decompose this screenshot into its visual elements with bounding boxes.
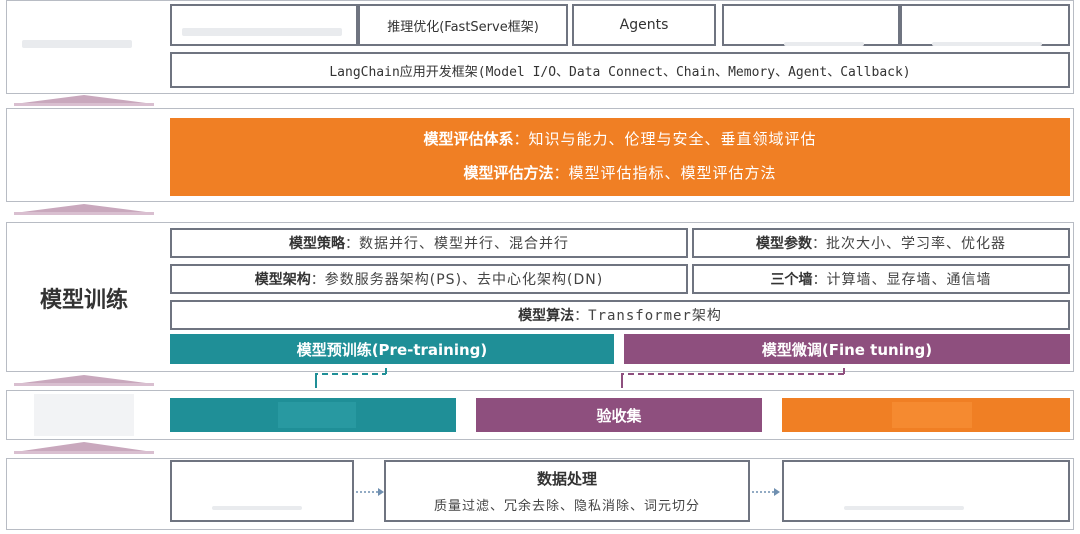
params-label: 模型参数 <box>756 236 812 252</box>
langchain-label: LangChain应用开发框架(Model I/O、Data Connect、C… <box>329 64 911 80</box>
agents-box: Agents <box>572 4 716 46</box>
dataset-layer-title-faded <box>34 394 134 436</box>
algo-value: Transformer架构 <box>588 308 722 324</box>
up-arrow-icon <box>14 442 154 454</box>
eval-method-label: 模型评估方法 <box>463 164 554 182</box>
data-processing-value: 质量过滤、冗余去除、隐私消除、词元切分 <box>433 499 700 514</box>
finetune-bar: 模型微调(Fine tuning) <box>624 334 1070 364</box>
eval-bar: 模型评估体系：知识与能力、伦理与安全、垂直领域评估 模型评估方法：模型评估指标、… <box>170 118 1070 196</box>
strategy-value: 数据并行、模型并行、混合并行 <box>359 236 569 252</box>
data-source-box <box>170 460 354 522</box>
app-slot-4 <box>722 4 900 46</box>
app-slot-1 <box>170 4 358 46</box>
walls-box: 三个墙：计算墙、显存墙、通信墙 <box>692 264 1070 294</box>
agents-label: Agents <box>619 17 669 33</box>
algo-box: 模型算法：Transformer架构 <box>170 300 1070 330</box>
data-processing-title: 数据处理 <box>536 470 597 488</box>
training-title: 模型训练 <box>14 282 154 314</box>
finetune-label: 模型微调(Fine tuning) <box>761 340 933 359</box>
eval-method-value: 模型评估指标、模型评估方法 <box>568 164 777 182</box>
finetune-connector <box>621 366 845 388</box>
eval-line-1: 模型评估体系：知识与能力、伦理与安全、垂直领域评估 <box>423 130 817 148</box>
arrow-right-icon <box>356 488 384 496</box>
validation-set-bar: 验收集 <box>476 398 762 432</box>
langchain-box: LangChain应用开发框架(Model I/O、Data Connect、C… <box>170 52 1070 88</box>
walls-value: 计算墙、显存墙、通信墙 <box>826 272 992 288</box>
data-output-box <box>782 460 1070 522</box>
arch-label: 模型架构 <box>254 272 311 288</box>
eval-line-2: 模型评估方法：模型评估指标、模型评估方法 <box>463 164 777 182</box>
faded-layer-title <box>22 40 132 48</box>
params-box: 模型参数：批次大小、学习率、优化器 <box>692 228 1070 258</box>
arrow-right-icon <box>752 488 780 496</box>
train-set-bar <box>170 398 456 432</box>
test-set-bar <box>782 398 1070 432</box>
pretrain-label: 模型预训练(Pre-training) <box>296 340 488 359</box>
validation-set-label: 验收集 <box>596 406 642 425</box>
strategy-box: 模型策略：数据并行、模型并行、混合并行 <box>170 228 688 258</box>
arch-box: 模型架构：参数服务器架构(PS)、去中心化架构(DN) <box>170 264 688 294</box>
data-processing-box: 数据处理 质量过滤、冗余去除、隐私消除、词元切分 <box>384 460 750 522</box>
inference-label: 推理优化(FastServe框架) <box>387 19 539 35</box>
pretrain-connector <box>315 366 387 388</box>
app-slot-5 <box>900 4 1070 46</box>
up-arrow-icon <box>14 95 154 106</box>
walls-label: 三个墙 <box>770 272 813 288</box>
params-value: 批次大小、学习率、优化器 <box>826 236 1006 252</box>
training-title-text: 模型训练 <box>39 288 128 313</box>
eval-system-value: 知识与能力、伦理与安全、垂直领域评估 <box>528 130 817 148</box>
up-arrow-icon <box>14 204 154 215</box>
pretrain-bar: 模型预训练(Pre-training) <box>170 334 614 364</box>
eval-system-label: 模型评估体系 <box>423 130 514 148</box>
up-arrow-icon <box>14 375 154 386</box>
algo-label: 模型算法 <box>518 308 575 324</box>
strategy-label: 模型策略 <box>289 236 345 252</box>
inference-box: 推理优化(FastServe框架) <box>358 4 568 46</box>
arch-value: 参数服务器架构(PS)、去中心化架构(DN) <box>324 272 604 288</box>
